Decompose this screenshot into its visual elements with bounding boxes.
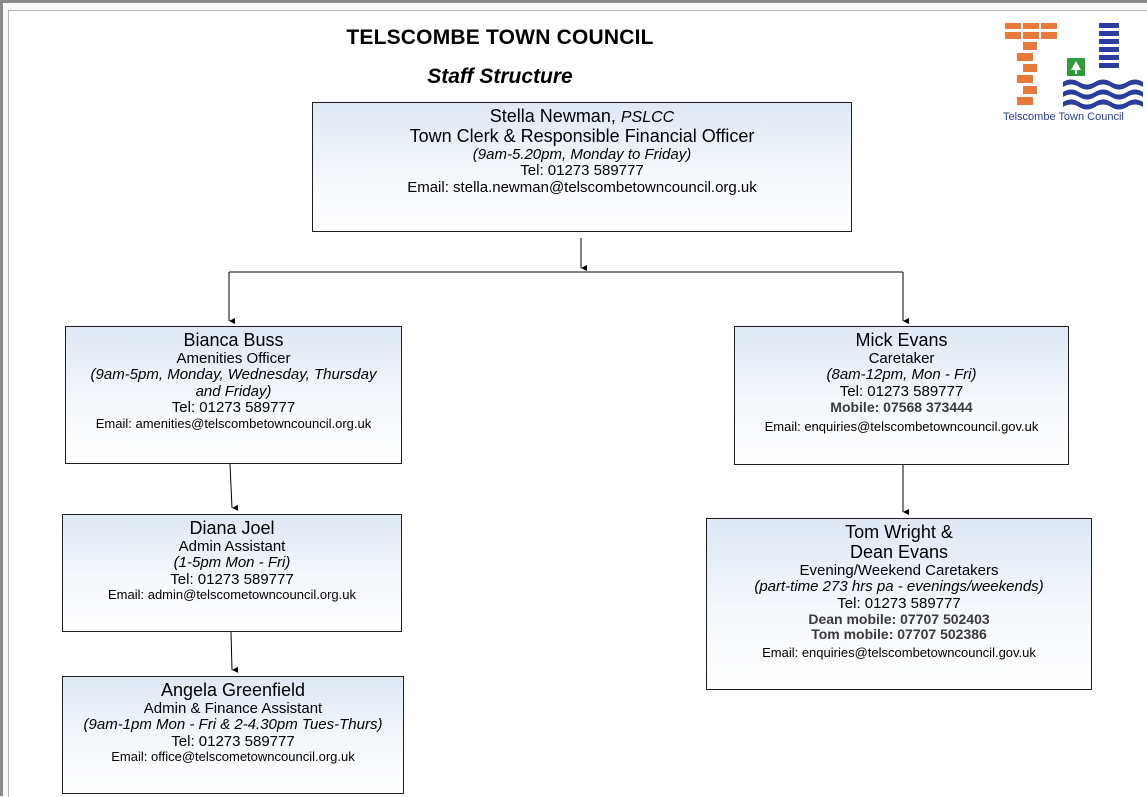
evening-name-2: Dean Evans	[849, 541, 949, 562]
amenities-role: Amenities Officer	[176, 349, 291, 367]
evening-caretakers-box: Tom Wright & Dean Evans Evening/Weekend …	[706, 518, 1092, 690]
page-subtitle: Staff Structure	[427, 65, 573, 88]
caretaker-hours: (8am-12pm, Mon - Fri)	[826, 366, 977, 384]
evening-hours: (part-time 273 hrs pa - evenings/weekend…	[754, 578, 1044, 596]
finance-hours: (9am-1pm Mon - Fri & 2-4.30pm Tues-Thurs…	[83, 716, 383, 734]
caretaker-tel: Tel: 01273 589777	[839, 382, 964, 400]
evening-tel: Tel: 01273 589777	[837, 594, 961, 612]
logo-graphic	[1005, 23, 1143, 110]
amenities-box: Bianca Buss Amenities Officer (9am-5pm, …	[65, 326, 402, 464]
evening-mobile-dean: Dean mobile: 07707 502403	[808, 611, 990, 628]
amenities-tel: Tel: 01273 589777	[171, 399, 296, 417]
page-title: TELSCOMBE TOWN COUNCIL	[346, 26, 654, 49]
clerk-tel: Tel: 01273 589777	[520, 162, 644, 180]
evening-email: Email: enquiries@telscombetowncouncil.go…	[762, 644, 1036, 660]
caretaker-email: Email: enquiries@telscombetowncouncil.go…	[764, 418, 1039, 434]
admin-email: Email: admin@telscometowncouncil.org.uk	[107, 587, 357, 603]
caretaker-role: Caretaker	[868, 349, 935, 367]
council-logo: Telscombe Town Council	[1003, 20, 1147, 128]
evening-mobile-tom: Tom mobile: 07707 502386	[811, 626, 987, 643]
clerk-hours: (9am-5.20pm, Monday to Friday)	[472, 145, 692, 163]
caretaker-box: Mick Evans Caretaker (8am-12pm, Mon - Fr…	[734, 326, 1069, 465]
clerk-box: Stella Newman, PSLCC Town Clerk & Respon…	[312, 102, 852, 232]
clerk-name: Stella Newman,	[489, 106, 616, 126]
clerk-credentials: PSLCC	[620, 109, 675, 126]
admin-role: Admin Assistant	[178, 537, 286, 555]
evening-role: Evening/Weekend Caretakers	[799, 561, 999, 579]
finance-tel: Tel: 01273 589777	[171, 732, 295, 750]
caretaker-mobile: Mobile: 07568 373444	[830, 399, 973, 416]
evening-name-1: Tom Wright &	[845, 522, 953, 542]
admin-tel: Tel: 01273 589777	[170, 570, 294, 588]
amenities-hours-1: (9am-5pm, Monday, Wednesday, Thursday	[90, 366, 377, 384]
connector-to-finance	[230, 631, 239, 673]
clerk-email: Email: stella.newman@telscombetowncounci…	[407, 178, 757, 196]
amenities-email: Email: amenities@telscombetowncouncil.or…	[95, 415, 372, 431]
admin-name: Diana Joel	[189, 518, 275, 538]
clerk-name-line: Stella Newman, PSLCC	[313, 106, 851, 127]
finance-email: Email: office@telscometowncouncil.org.uk	[111, 749, 355, 765]
finance-role: Admin & Finance Assistant	[143, 699, 323, 717]
amenities-name: Bianca Buss	[183, 330, 284, 350]
finance-name: Angela Greenfield	[160, 680, 306, 700]
amenities-hours-2: and Friday)	[195, 382, 272, 400]
connector-to-admin	[229, 463, 239, 511]
clerk-role: Town Clerk & Responsible Financial Offic…	[409, 125, 755, 146]
finance-box: Angela Greenfield Admin & Finance Assist…	[62, 676, 404, 794]
caretaker-name: Mick Evans	[855, 330, 948, 350]
logo-caption: Telscombe Town Council	[1003, 111, 1124, 123]
admin-hours: (1-5pm Mon - Fri)	[173, 554, 291, 572]
admin-box: Diana Joel Admin Assistant (1-5pm Mon - …	[62, 514, 402, 632]
